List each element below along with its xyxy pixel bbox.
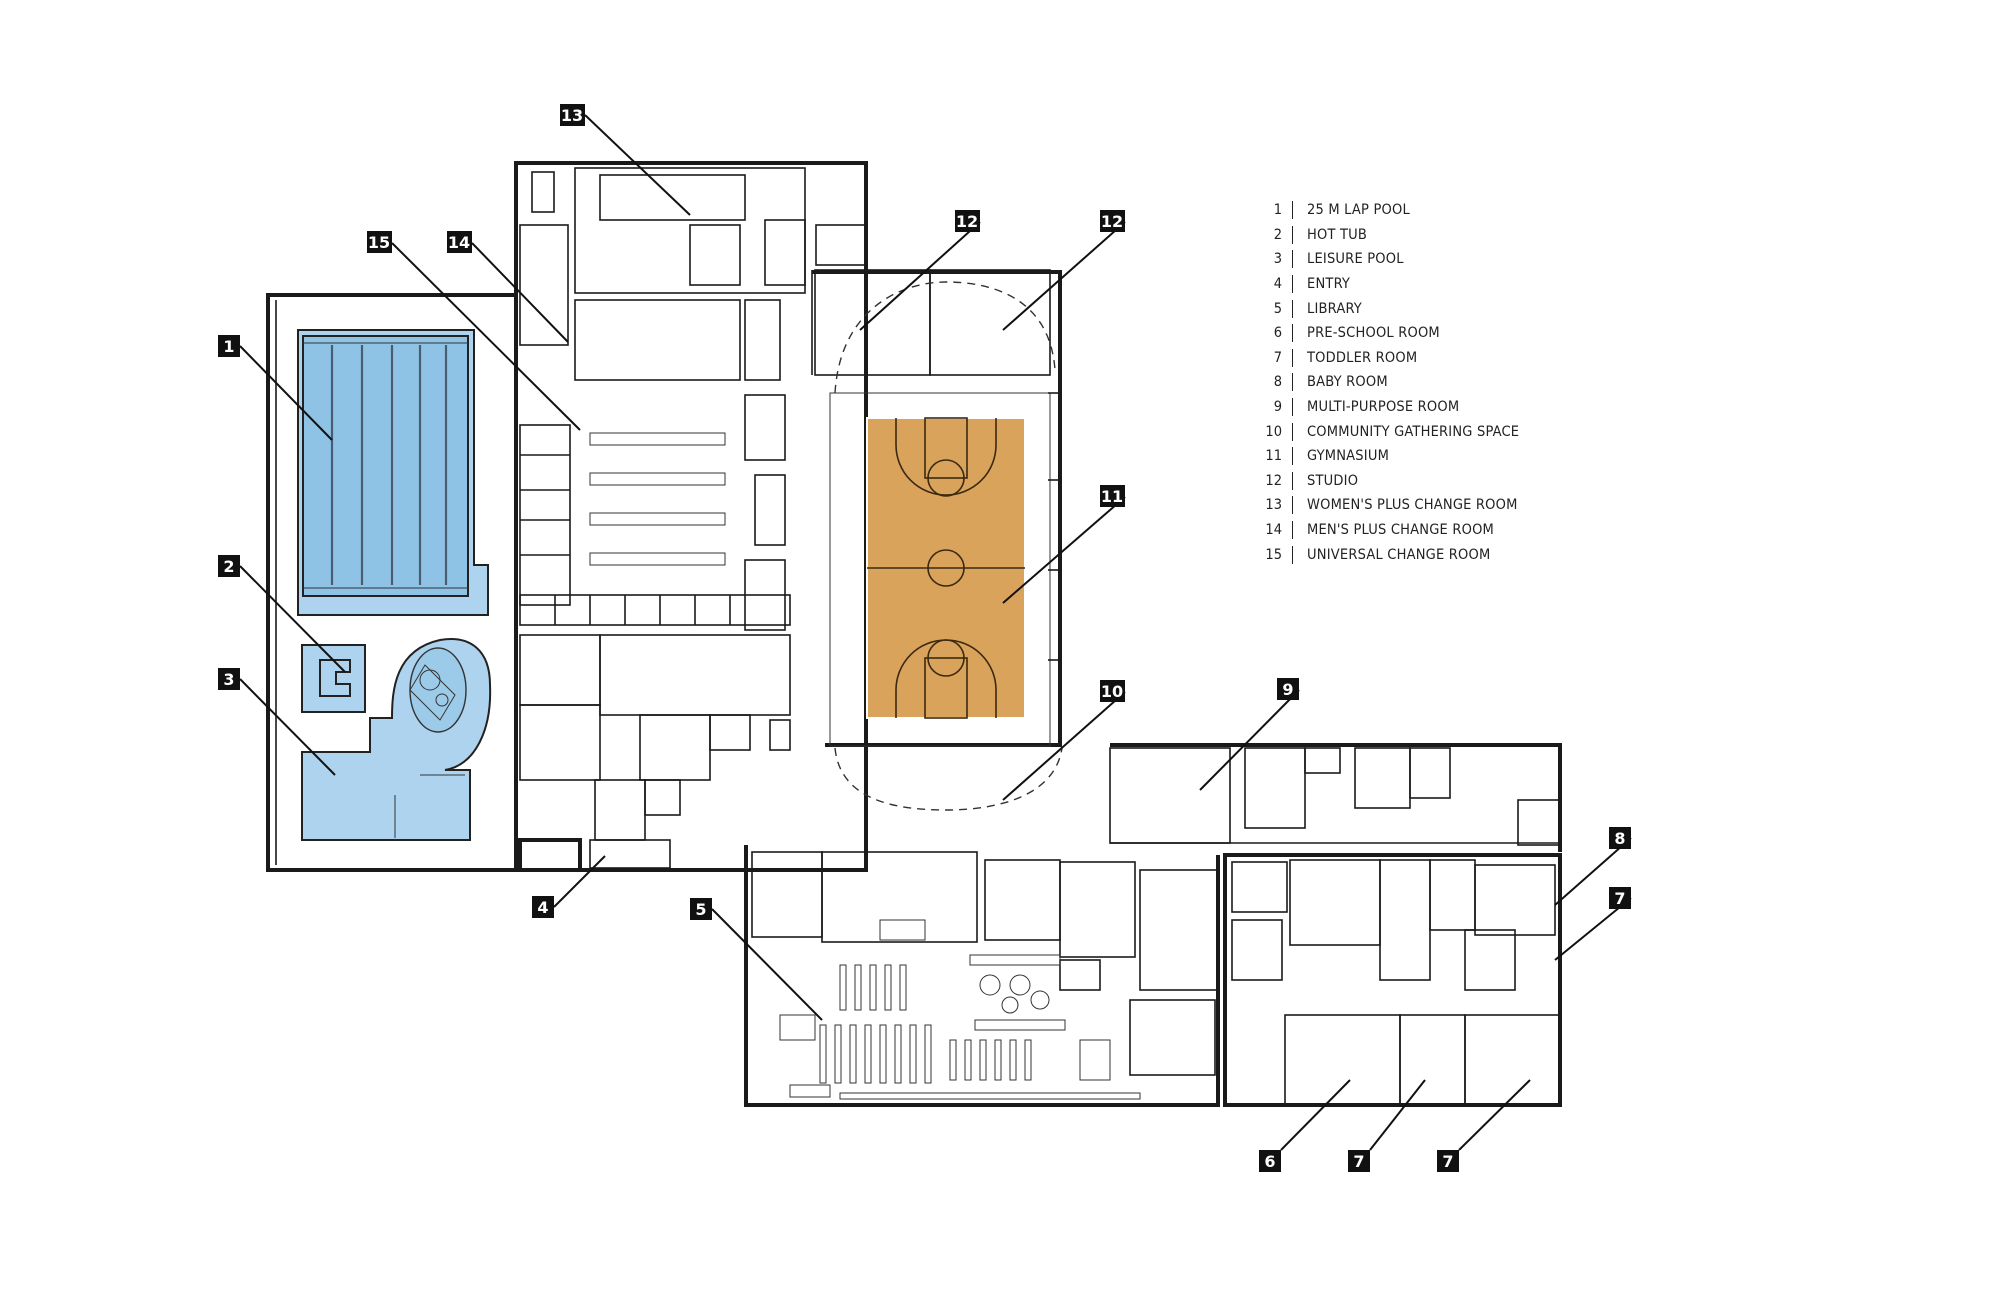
svg-text:12: 12 <box>1101 212 1123 231</box>
tag-13: 13 <box>560 104 585 126</box>
tag-6: 6 <box>1259 1150 1281 1172</box>
svg-text:12: 12 <box>956 212 978 231</box>
tag-14: 14 <box>447 231 472 253</box>
svg-text:15: 15 <box>368 233 390 252</box>
svg-text:1: 1 <box>223 337 234 356</box>
tag-11: 11 <box>1100 485 1125 507</box>
svg-text:3: 3 <box>223 670 234 689</box>
tag-15: 15 <box>367 231 392 253</box>
tag-1: 1 <box>218 335 240 357</box>
number-tags: 1 2 3 4 5 6 7 7 7 8 9 10 11 12 12 13 14 … <box>218 104 1631 1172</box>
tag-2: 2 <box>218 555 240 577</box>
gymnasium <box>811 269 1063 811</box>
svg-text:2: 2 <box>223 557 234 576</box>
aquatic-hall <box>266 293 670 872</box>
tag-7c: 7 <box>1609 887 1631 909</box>
svg-text:7: 7 <box>1353 1152 1364 1171</box>
svg-text:8: 8 <box>1614 829 1625 848</box>
svg-text:11: 11 <box>1101 487 1123 506</box>
hot-tub <box>301 644 366 713</box>
svg-text:7: 7 <box>1442 1152 1453 1171</box>
change-rooms <box>514 161 868 872</box>
svg-text:7: 7 <box>1614 889 1625 908</box>
svg-text:9: 9 <box>1282 680 1293 699</box>
tag-12b: 12 <box>1100 210 1125 232</box>
svg-text:4: 4 <box>537 898 548 917</box>
tag-12a: 12 <box>955 210 980 232</box>
svg-text:5: 5 <box>695 900 706 919</box>
leader-lines <box>239 114 1632 1151</box>
svg-text:14: 14 <box>448 233 470 252</box>
svg-text:6: 6 <box>1264 1152 1275 1171</box>
tag-9: 9 <box>1277 678 1299 700</box>
svg-text:10: 10 <box>1101 682 1123 701</box>
tag-5: 5 <box>690 898 712 920</box>
svg-text:13: 13 <box>561 106 583 125</box>
tag-10: 10 <box>1100 680 1125 702</box>
east-wing <box>1109 743 1562 1107</box>
tag-7a: 7 <box>1348 1150 1370 1172</box>
tag-4: 4 <box>532 896 554 918</box>
tag-8: 8 <box>1609 827 1631 849</box>
tag-7b: 7 <box>1437 1150 1459 1172</box>
tag-3: 3 <box>218 668 240 690</box>
library-wing <box>744 845 1220 1107</box>
